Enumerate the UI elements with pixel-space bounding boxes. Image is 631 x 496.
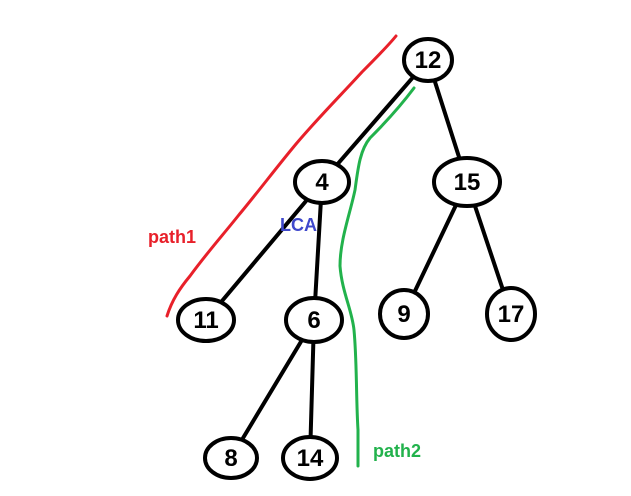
node-label: 15 xyxy=(454,169,481,196)
node-label: 6 xyxy=(307,307,320,334)
tree-edges xyxy=(204,58,513,460)
tree-nodes: 12 4 15 11 6 9 17 8 14 xyxy=(176,37,537,481)
node-ellipse xyxy=(432,156,502,208)
node-ellipse xyxy=(281,435,339,481)
tree-node-17: 17 xyxy=(485,286,537,342)
node-label: 4 xyxy=(315,169,329,196)
node-ellipse xyxy=(203,436,259,480)
edge-n12-n4 xyxy=(320,58,430,184)
node-ellipse xyxy=(284,296,344,344)
path1-label: path1 xyxy=(148,227,196,247)
node-label: 12 xyxy=(415,47,442,74)
node-ellipse xyxy=(293,159,351,205)
node-ellipse xyxy=(378,288,430,340)
node-ellipse xyxy=(402,37,454,83)
node-label: 17 xyxy=(498,301,525,328)
tree-node-6: 6 xyxy=(284,296,344,344)
node-label: 11 xyxy=(193,307,218,334)
path1-curve xyxy=(165,34,398,318)
tree-node-15: 15 xyxy=(432,156,502,208)
node-label: 14 xyxy=(297,445,324,472)
tree-node-12: 12 xyxy=(402,37,454,83)
path2-curve xyxy=(338,86,416,468)
edge-n6-n8 xyxy=(229,318,316,460)
tree-node-14: 14 xyxy=(281,435,339,481)
tree-node-11: 11 xyxy=(176,297,236,343)
node-label: 8 xyxy=(224,445,237,472)
tree-node-9: 9 xyxy=(378,288,430,340)
tree-node-8: 8 xyxy=(203,436,259,480)
node-ellipse xyxy=(485,286,537,342)
tree-node-4: 4 xyxy=(293,159,351,205)
path2-label: path2 xyxy=(373,441,421,461)
node-ellipse xyxy=(176,297,236,343)
lca-label: LCA xyxy=(280,215,317,235)
node-label: 9 xyxy=(397,301,410,328)
edge-n4-n11 xyxy=(204,180,324,322)
